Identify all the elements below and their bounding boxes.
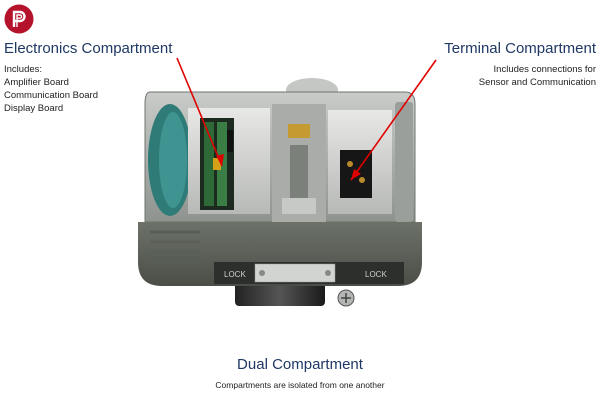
description-line: Amplifier Board — [4, 77, 69, 88]
dual-compartment-subtitle: Compartments are isolated from one anoth… — [215, 380, 385, 390]
logo-icon — [4, 4, 34, 34]
arrow-head — [351, 169, 361, 180]
lock-label-left: LOCK — [224, 270, 246, 279]
divider-cap — [282, 198, 316, 214]
dual-compartment-title: Dual Compartment — [237, 356, 363, 373]
grip-ridges — [150, 230, 200, 264]
board-component — [213, 158, 221, 170]
electronics-compartment-title: Electronics Compartment — [4, 40, 173, 57]
terminal-screw — [359, 177, 365, 183]
description-line: Sensor and Communication — [478, 77, 596, 88]
divider-channel — [290, 145, 308, 205]
description-line: Includes: — [4, 64, 43, 75]
lock-plaque — [254, 263, 336, 283]
electronics-pointer-arrow — [176, 57, 223, 167]
terminal-pointer-arrow — [350, 59, 437, 181]
plaque-screw — [259, 270, 265, 276]
terminal-screw — [347, 161, 353, 167]
description-line: Display Board — [4, 103, 64, 114]
electronics-compartment-description: Includes: Amplifier Board Communication … — [4, 63, 98, 115]
circuit-board — [204, 122, 214, 206]
terminal-compartment-description: Includes connections for Sensor and Comm… — [479, 63, 596, 89]
divider-bolt — [288, 124, 310, 138]
lock-label-right: LOCK — [365, 270, 387, 279]
description-line: Includes connections for — [493, 64, 596, 75]
terminal-cover — [395, 102, 413, 222]
display-cover-inner — [159, 112, 187, 208]
plaque-screw — [325, 270, 331, 276]
terminal-compartment-title: Terminal Compartment — [444, 40, 596, 57]
board-connector — [227, 130, 233, 152]
arrow-head — [216, 154, 224, 166]
description-line: Communication Board — [4, 90, 98, 101]
